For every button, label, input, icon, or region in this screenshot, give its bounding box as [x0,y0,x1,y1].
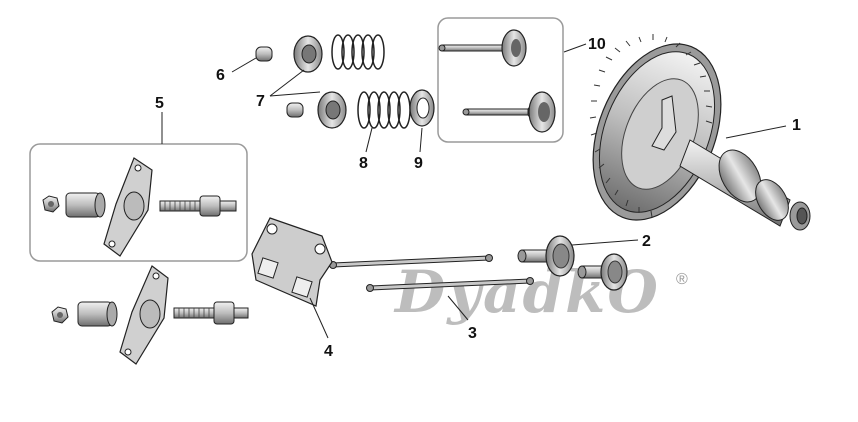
leader-1 [725,125,787,139]
callout-3: 3 [468,325,477,342]
valve-cotter-upper [255,46,273,62]
callout-5: 5 [155,95,164,112]
leader-6 [231,57,257,73]
leader-7b [269,91,321,97]
rocker-assembly-boxed [42,157,237,257]
valve-exhaust [462,91,556,133]
push-rod-lower [366,277,534,292]
leader-4 [309,297,329,339]
callout-labels: 1 2 3 4 5 6 7 8 9 10 [155,36,801,360]
watermark: DyadkO ® [393,258,688,326]
spring-retainer-upper [293,35,323,73]
tappet-lower [577,253,628,291]
valve-group-box [437,17,564,143]
valve-seal [409,89,435,127]
push-rod-guide-plate [251,217,333,307]
callout-7: 7 [256,93,265,110]
leader-7a [269,69,305,97]
callout-4: 4 [324,343,333,360]
spring-retainer-lower [317,91,347,129]
leader-3 [447,295,469,321]
leader-2 [571,239,639,246]
rocker-assembly-lower [51,265,249,365]
valve-intake [438,29,527,67]
tappet-upper [517,235,575,277]
callout-2: 2 [642,233,651,250]
valve-spring-upper [331,34,385,70]
valve-spring-lower [357,91,411,129]
camshaft-gear [589,34,811,231]
push-rod-upper [329,254,493,269]
callout-1: 1 [792,117,801,134]
watermark-registered-mark: ® [676,271,688,288]
valve-cotter-lower [286,102,304,118]
callout-6: 6 [216,67,225,84]
leader-lines [161,43,787,339]
leader-8 [365,127,373,153]
rocker-assembly-group-box [29,143,248,262]
callout-8: 8 [359,155,368,172]
leader-10 [563,43,587,53]
callout-9: 9 [414,155,423,172]
leader-9 [419,127,423,153]
callout-10: 10 [588,36,606,53]
